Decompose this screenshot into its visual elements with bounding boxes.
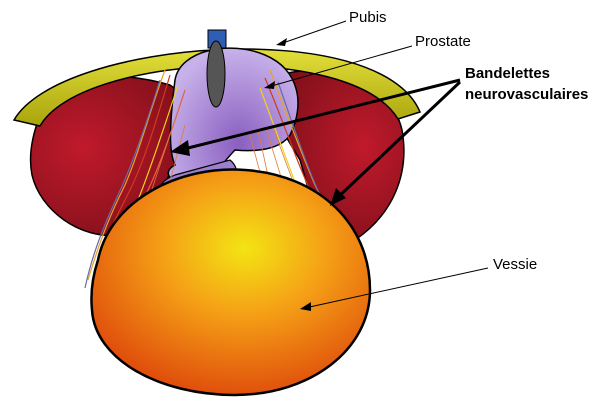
bandelettes-label-line1: Bandelettes <box>465 63 588 84</box>
urethra <box>207 41 225 107</box>
pubis-label: Pubis <box>349 9 387 26</box>
prostate-label: Prostate <box>415 33 471 50</box>
bandelettes-label: Bandelettes neurovasculaires <box>465 63 588 105</box>
bladder <box>91 170 370 395</box>
pubis-leader-line <box>280 21 346 44</box>
bandelettes-label-line2: neurovasculaires <box>465 84 588 105</box>
vessie-label: Vessie <box>493 256 537 273</box>
pubis-arrowhead <box>276 38 287 46</box>
